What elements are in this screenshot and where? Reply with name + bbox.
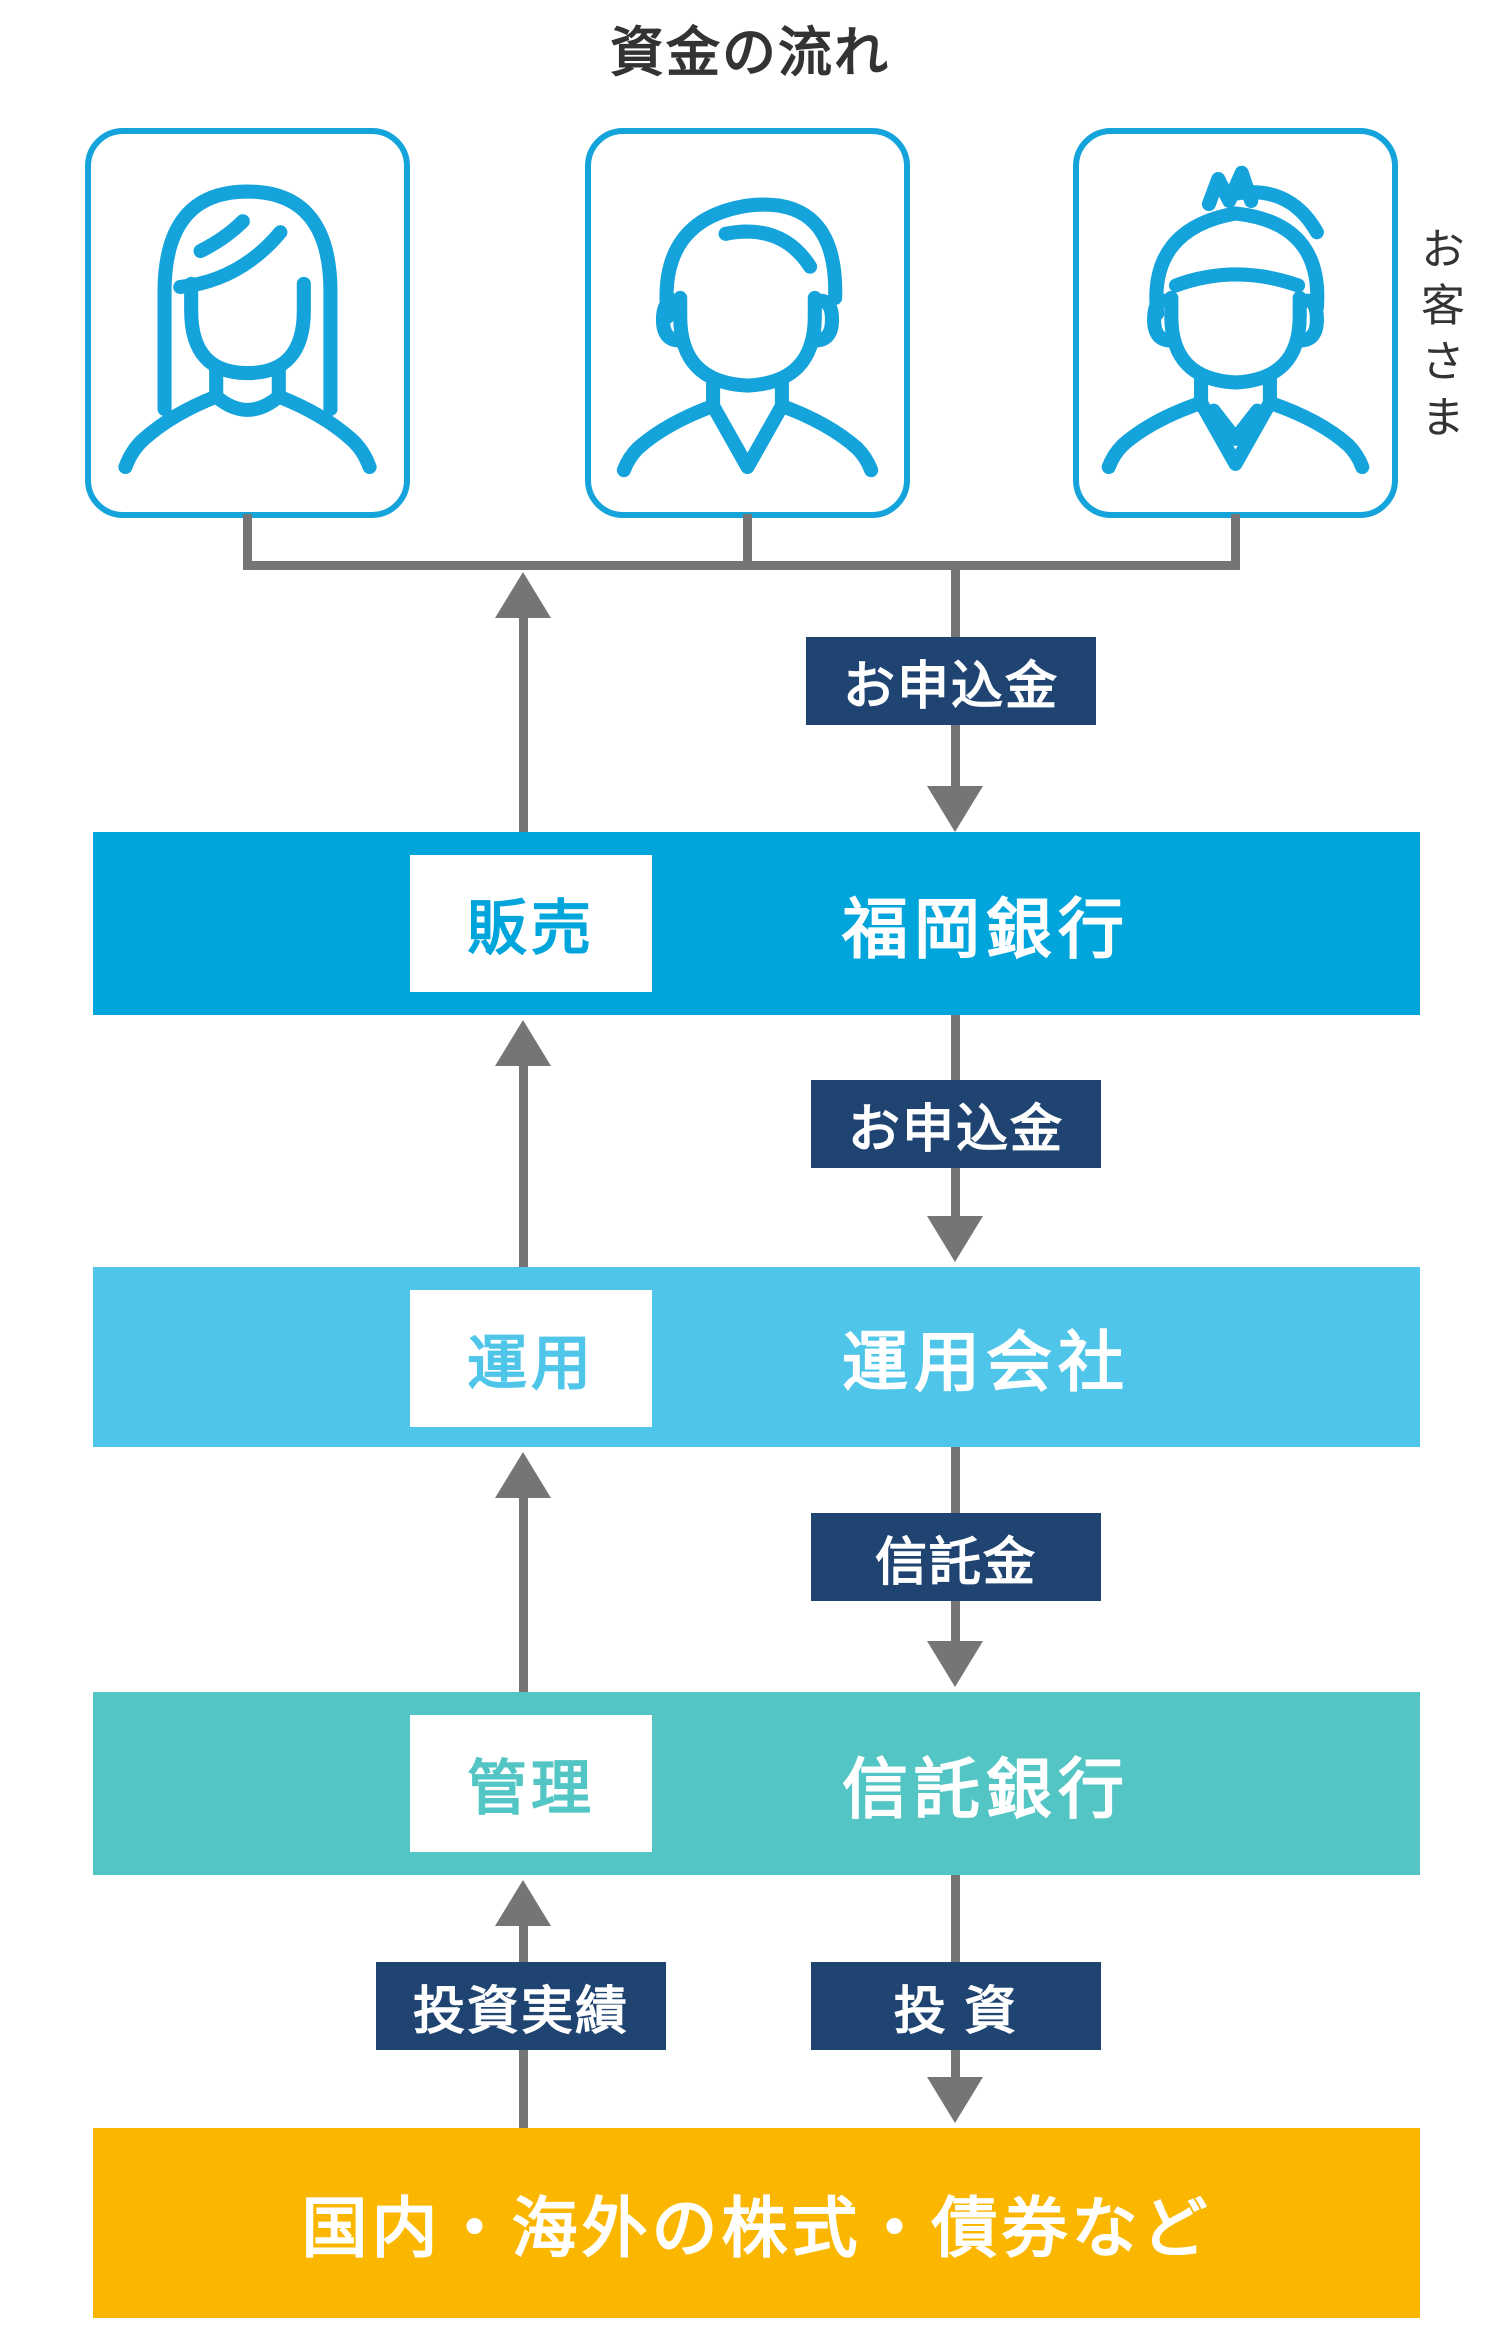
customer-icon-box-2 <box>585 128 910 518</box>
diagram-title: 資金の流れ <box>610 23 890 83</box>
up-arrowhead-to-tier2 <box>495 1452 551 1498</box>
up-line-tier2-to-tier1 <box>519 1062 528 1267</box>
up-arrowhead-to-tier1 <box>495 1020 551 1066</box>
tier2-band-management-company: 運用 運用会社 <box>93 1267 1420 1447</box>
up-line-tier3-to-tier2 <box>519 1494 528 1692</box>
trust-money-badge: 信託金 <box>811 1513 1101 1601</box>
tier3-org-name: 信託銀行 <box>842 1751 1130 1826</box>
tier2-org-name: 運用会社 <box>842 1325 1130 1399</box>
woman-customer-icon <box>118 184 377 475</box>
investment-badge: 投 資 <box>811 1962 1101 2050</box>
up-arrowhead-to-tier3 <box>495 1880 551 1926</box>
tier3-role-box: 管理 <box>410 1715 652 1852</box>
tier1-org-name: 福岡銀行 <box>842 891 1130 966</box>
customers-bus-line <box>243 561 1240 570</box>
down-arrowhead-to-tier1 <box>927 786 983 832</box>
application-money-badge-mid: お申込金 <box>811 1080 1101 1168</box>
up-arrowhead-to-customers <box>495 572 551 618</box>
tier3-band-trust-bank: 管理 信託銀行 <box>93 1692 1420 1875</box>
boy-customer-icon <box>1101 165 1370 475</box>
down-arrowhead-to-tier2 <box>927 1216 983 1262</box>
man-customer-icon <box>616 197 879 478</box>
tier1-role-box: 販売 <box>410 855 652 992</box>
tier2-role-box: 運用 <box>410 1290 652 1427</box>
icon3-stub-line <box>1231 514 1240 566</box>
up-line-tier1-to-customers <box>519 614 528 832</box>
down-arrowhead-to-tier3 <box>927 1641 983 1687</box>
customers-label: お客さま <box>1414 226 1463 450</box>
tier1-band-fukuoka-bank: 販売 福岡銀行 <box>93 832 1420 1015</box>
customer-icon-box-3 <box>1073 128 1398 518</box>
customer-icon-box-1 <box>85 128 410 518</box>
assets-band-label: 国内・海外の株式・債券など <box>301 2191 1212 2265</box>
icon1-stub-line <box>243 514 252 566</box>
icon2-stub-line <box>743 514 752 566</box>
investment-results-badge: 投資実績 <box>376 1962 666 2050</box>
down-arrowhead-to-assets <box>927 2077 983 2123</box>
application-money-badge-top: お申込金 <box>806 637 1096 725</box>
assets-band: 国内・海外の株式・債券など <box>93 2128 1420 2318</box>
